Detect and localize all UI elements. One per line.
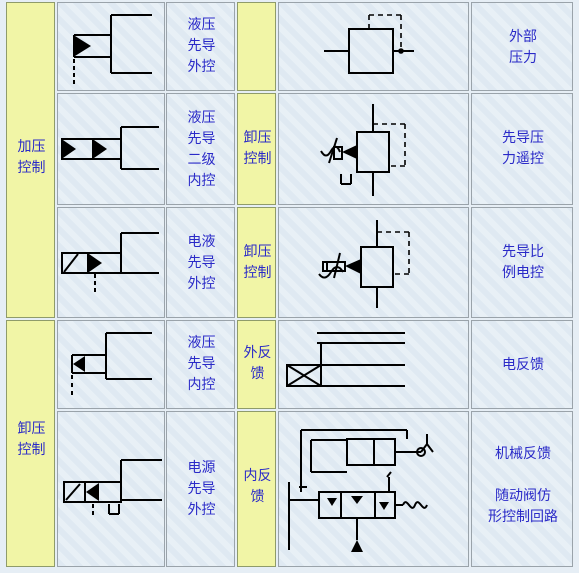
r1-result: 外部 压力 xyxy=(509,29,537,66)
r3-type-cell: 卸压 控制 xyxy=(237,207,276,318)
r5-symbol-cell xyxy=(57,411,165,567)
group-label-depressurize: 卸压 控制 xyxy=(17,421,46,458)
r3-result-cell: 先导比 例电控 xyxy=(471,207,573,318)
r1-symbol-cell xyxy=(57,2,165,91)
r3-result: 先导比 例电控 xyxy=(502,244,544,281)
r4-desc-cell: 液压 先导 内控 xyxy=(166,320,235,409)
r1-symbol xyxy=(73,14,152,84)
r3-desc-cell: 电液 先导 外控 xyxy=(166,207,235,318)
r5-symbol xyxy=(63,459,162,515)
r4-result: 电反馈 xyxy=(502,357,544,373)
r1-type-cell xyxy=(237,2,276,91)
r5-type: 内反 馈 xyxy=(243,468,272,505)
r2-circuit-cell xyxy=(278,93,469,205)
r3-circuit-cell xyxy=(278,207,469,318)
r5-desc: 电源 先导 外控 xyxy=(187,460,216,518)
group-label-pressurize: 加压 控制 xyxy=(17,139,46,176)
r3-circuit xyxy=(318,220,410,308)
r2-circuit xyxy=(320,104,406,196)
r2-desc-cell: 液压 先导 二级 内控 xyxy=(166,93,235,205)
r2-result-cell: 先导压 力遥控 xyxy=(471,93,573,205)
r5-result-cell: 机械反馈 随动阀仿 形控制回路 xyxy=(471,411,573,567)
r2-symbol xyxy=(61,126,159,170)
r2-symbol-cell xyxy=(57,93,165,205)
r2-type: 卸压 控制 xyxy=(243,130,272,167)
r4-symbol-cell xyxy=(57,320,165,409)
r4-circuit xyxy=(286,332,405,387)
r1-circuit-cell xyxy=(278,2,469,91)
r2-result: 先导压 力遥控 xyxy=(502,130,544,167)
r4-result-cell: 电反馈 xyxy=(471,320,573,409)
r1-result-cell: 外部 压力 xyxy=(471,2,573,91)
r4-type: 外反 馈 xyxy=(243,345,272,382)
r5-type-cell: 内反 馈 xyxy=(237,411,276,567)
r1-circuit xyxy=(324,14,414,74)
r3-desc: 电液 先导 外控 xyxy=(187,234,216,292)
r5-circuit xyxy=(288,429,434,552)
r3-symbol-cell xyxy=(57,207,165,318)
r4-type-cell: 外反 馈 xyxy=(237,320,276,409)
r5-result: 机械反馈 随动阀仿 形控制回路 xyxy=(488,446,558,525)
r3-symbol xyxy=(61,232,159,292)
group-cell-depressurize: 卸压 控制 xyxy=(6,320,55,567)
r4-circuit-cell xyxy=(278,320,469,409)
r4-symbol xyxy=(71,332,152,395)
r2-type-cell: 卸压 控制 xyxy=(237,93,276,205)
r1-desc-cell: 液压 先导 外控 xyxy=(166,2,235,91)
r4-desc: 液压 先导 内控 xyxy=(187,335,216,393)
r3-type: 卸压 控制 xyxy=(243,244,272,281)
group-cell-pressurize: 加压 控制 xyxy=(6,2,55,318)
r1-desc: 液压 先导 外控 xyxy=(187,17,216,75)
r2-desc: 液压 先导 二级 内控 xyxy=(187,110,216,189)
r5-circuit-cell xyxy=(278,411,469,567)
r5-desc-cell: 电源 先导 外控 xyxy=(166,411,235,567)
